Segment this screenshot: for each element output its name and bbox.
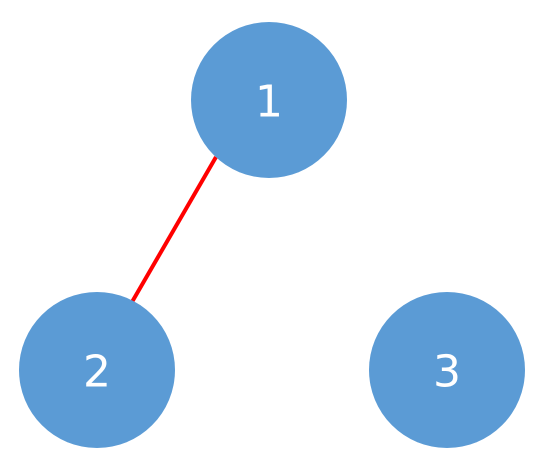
node-2-label: 2 bbox=[83, 347, 111, 398]
node-1: 1 bbox=[191, 22, 347, 178]
edge-1-2 bbox=[130, 155, 218, 304]
node-1-label: 1 bbox=[255, 77, 283, 128]
node-3-label: 3 bbox=[433, 347, 461, 398]
node-3-circle bbox=[369, 292, 525, 448]
node-3: 3 bbox=[369, 292, 525, 448]
node-1-circle bbox=[191, 22, 347, 178]
node-2-circle bbox=[19, 292, 175, 448]
node-2: 2 bbox=[19, 292, 175, 448]
